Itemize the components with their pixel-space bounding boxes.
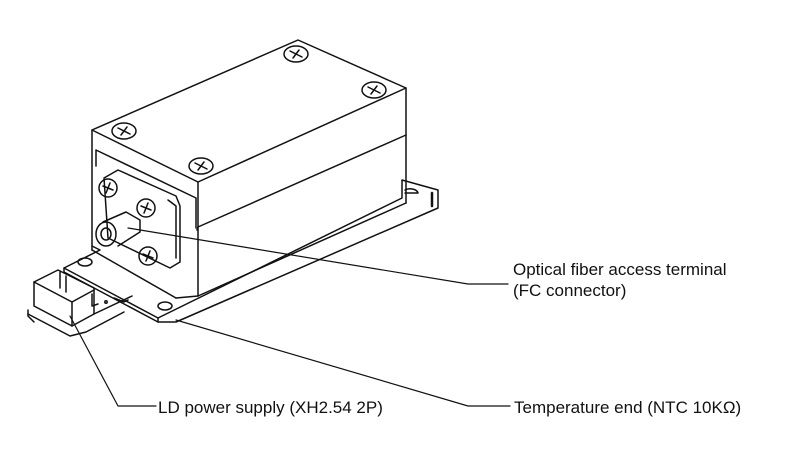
leader-fiber [127, 227, 509, 285]
mounting-hole-left [77, 257, 93, 267]
callout-temperature-end: Temperature end (NTC 10KΩ) [514, 398, 742, 417]
connector-screw-icon [136, 198, 156, 218]
screw-icon [188, 157, 214, 175]
callout-fiber-line2: (FC connector) [513, 281, 627, 300]
leader-power [69, 315, 157, 407]
fiber-port [95, 221, 117, 247]
callout-fiber-terminal: Optical fiber access terminal (FC connec… [513, 259, 727, 301]
fc-connector [95, 169, 181, 269]
screw-icon [361, 81, 387, 99]
connector-screw-icon [98, 178, 118, 198]
leader-lines [69, 227, 511, 407]
screw-icon [283, 45, 309, 63]
callout-power-supply: LD power supply (XH2.54 2P) [158, 398, 383, 417]
screw-icon [111, 122, 137, 140]
mounting-hole-front [157, 301, 173, 311]
connector-screw-icon [138, 246, 158, 266]
leader-temp [175, 319, 511, 407]
power-header [27, 269, 133, 337]
base-plate [63, 179, 439, 323]
mounting-hole-right [404, 188, 419, 194]
callout-fiber-line1: Optical fiber access terminal [513, 260, 727, 279]
top-screws [111, 45, 387, 175]
